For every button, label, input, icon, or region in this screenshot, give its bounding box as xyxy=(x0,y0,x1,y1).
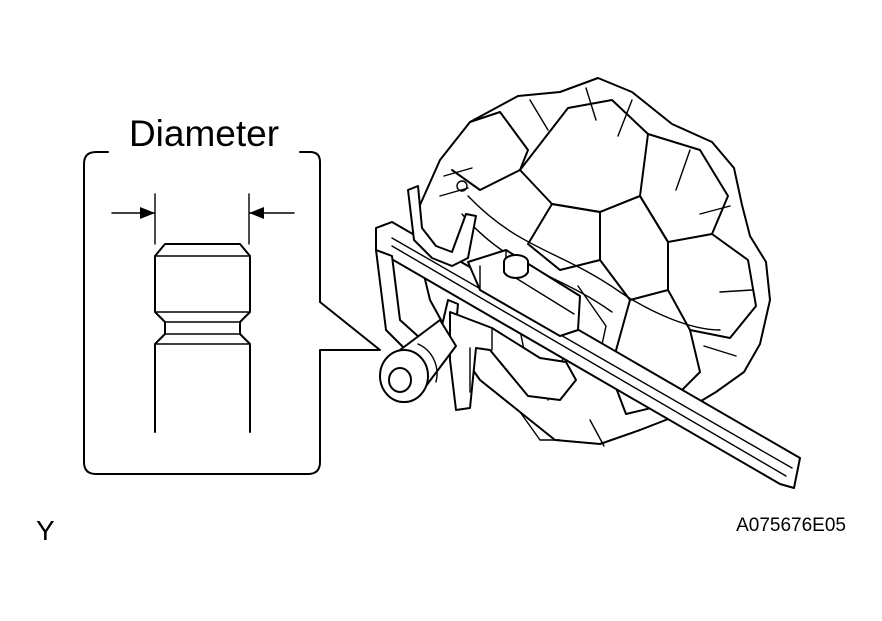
figure-code: A075676E05 xyxy=(736,515,846,536)
pole-finger xyxy=(451,111,529,191)
shaft-groove xyxy=(417,343,438,383)
arrowhead-right xyxy=(249,207,264,219)
sliding-jaw-edge xyxy=(469,327,493,393)
callout-frame xyxy=(83,151,381,475)
shaft-end-bore xyxy=(388,367,412,393)
fixed-jaw-upper xyxy=(407,185,477,267)
pole-finger xyxy=(527,203,601,271)
rotor-rib xyxy=(439,167,473,197)
lock-screw-body xyxy=(503,262,529,279)
beam-scale-line xyxy=(391,237,793,469)
sliding-jaw-lower xyxy=(449,311,577,411)
diameter-callout: Diameter xyxy=(83,113,381,475)
rotor-shaft xyxy=(379,319,457,403)
rotor-lower-detail xyxy=(519,411,605,447)
dimension-indicator xyxy=(111,193,295,245)
vernier-caliper xyxy=(375,185,801,489)
corner-mark: Y xyxy=(36,515,55,546)
shaft-profile xyxy=(154,243,251,433)
hub-ring xyxy=(467,195,721,331)
pole-edge xyxy=(529,87,753,415)
rotor-hole xyxy=(456,180,468,192)
fixed-jaw-lower xyxy=(375,249,459,361)
beam-scale-line xyxy=(391,245,787,477)
arrowhead-left xyxy=(140,207,155,219)
callout-label: Diameter xyxy=(129,113,279,154)
